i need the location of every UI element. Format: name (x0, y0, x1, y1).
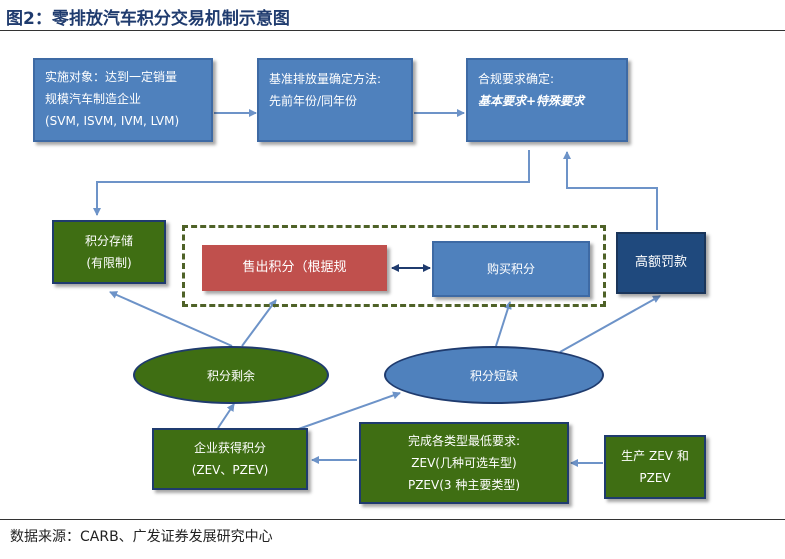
complete-line-2: ZEV(几种可选车型) (411, 456, 517, 470)
obtain-box: 企业获得积分 (ZEV、PZEV) (152, 428, 308, 490)
trading-dashed-frame (182, 225, 606, 307)
complete-line-1: 完成各类型最低要求: (407, 434, 521, 448)
target-line-2: 规模汽车制造企业 (45, 92, 142, 106)
complete-box: 完成各类型最低要求: ZEV(几种可选车型) PZEV(3 种主要类型) (359, 422, 569, 504)
arrow-penalty-to-compliance (563, 151, 658, 230)
storage-box: 积分存储 (有限制) (52, 220, 166, 284)
arrow-obtain-to-shortage (289, 391, 401, 433)
produce-line-2: PZEV (639, 471, 671, 485)
obtain-line-1: 企业获得积分 (193, 441, 266, 455)
top-rule (0, 30, 785, 31)
sell-label: 售出积分（根据规 (242, 260, 347, 275)
compliance-line-1: 合规要求确定: (478, 72, 555, 86)
produce-line-1: 生产 ZEV 和 (621, 449, 689, 463)
arrow-surplus-to-storage (109, 291, 233, 347)
figure-title: 图2：零排放汽车积分交易机制示意图 (6, 9, 290, 29)
arrow-shortage-to-buy (495, 301, 512, 347)
compliance-line-2: 基本要求+特殊要求 (478, 94, 585, 108)
arrow-surplus-to-sell (241, 299, 277, 347)
sell-box: 售出积分（根据规 (202, 245, 387, 291)
baseline-box: 基准排放量确定方法: 先前年份/同年份 (257, 58, 413, 142)
bottom-rule (0, 519, 785, 520)
target-line-3: (SVM, ISVM, IVM, LVM) (45, 114, 180, 128)
storage-line-1: 积分存储 (84, 234, 133, 248)
shortage-label: 积分短缺 (469, 368, 518, 383)
shortage-ellipse: 积分短缺 (384, 346, 604, 404)
storage-line-2: (有限制) (86, 256, 132, 270)
baseline-line-1: 基准排放量确定方法: (269, 72, 382, 86)
surplus-ellipse: 积分剩余 (133, 346, 329, 404)
buy-box: 购买积分 (432, 241, 590, 297)
source-note: 数据来源：CARB、广发证券发展研究中心 (10, 529, 273, 545)
target-line-1: 实施对象：达到一定销量 (45, 70, 178, 84)
surplus-label: 积分剩余 (206, 368, 255, 383)
buy-label: 购买积分 (486, 262, 535, 276)
baseline-line-2: 先前年份/同年份 (269, 94, 358, 108)
arrow-obtain-to-surplus (217, 403, 235, 429)
penalty-box: 高额罚款 (616, 232, 706, 294)
penalty-label: 高额罚款 (634, 255, 687, 270)
arrow-shortage-to-penalty (559, 295, 661, 353)
obtain-line-2: (ZEV、PZEV) (191, 463, 269, 477)
produce-box: 生产 ZEV 和 PZEV (604, 435, 706, 499)
arrow-compliance-to-storage (93, 150, 530, 216)
complete-line-3: PZEV(3 种主要类型) (407, 478, 521, 492)
compliance-box: 合规要求确定: 基本要求+特殊要求 (466, 58, 628, 142)
target-box: 实施对象：达到一定销量 规模汽车制造企业 (SVM, ISVM, IVM, LV… (33, 58, 213, 142)
